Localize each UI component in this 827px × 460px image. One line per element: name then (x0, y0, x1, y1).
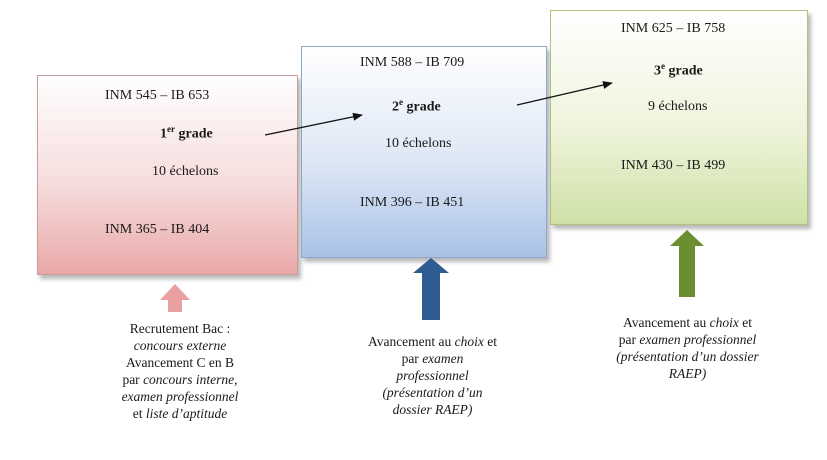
caption-grade-1: Recrutement Bac : concours externe Avanc… (121, 321, 239, 421)
caption-grade-2: Avancement au choix et par examen profes… (367, 334, 498, 417)
grade-2-title: 2e grade (392, 97, 441, 115)
grade-2-top-index: INM 588 – IB 709 (360, 55, 465, 70)
blue-up-arrow (413, 258, 449, 320)
grade-3-title: 3e grade (654, 61, 703, 79)
caption-grade-3: Avancement au choix et par examen profes… (616, 315, 759, 381)
grade-3-top-index: INM 625 – IB 758 (621, 21, 726, 36)
green-up-arrow (670, 230, 704, 297)
connector-arrow-2-to-3 (516, 81, 613, 106)
grade-1-title: 1er grade (160, 124, 213, 142)
connector-arrow-1-to-2 (264, 112, 363, 136)
grade-1-echelons: 10 échelons (152, 164, 219, 179)
grade-3-echelons: 9 échelons (648, 99, 708, 114)
grade-1-top-index: INM 545 – IB 653 (105, 88, 210, 103)
pink-up-arrow (160, 284, 190, 312)
grade-3-bottom-index: INM 430 – IB 499 (621, 158, 726, 173)
grade-1-bottom-index: INM 365 – IB 404 (105, 222, 210, 237)
grade-3-box (550, 10, 808, 225)
grade-1-box (37, 75, 298, 275)
grade-2-echelons: 10 échelons (385, 136, 452, 151)
grade-2-bottom-index: INM 396 – IB 451 (360, 195, 465, 210)
grade-2-box (301, 46, 547, 258)
